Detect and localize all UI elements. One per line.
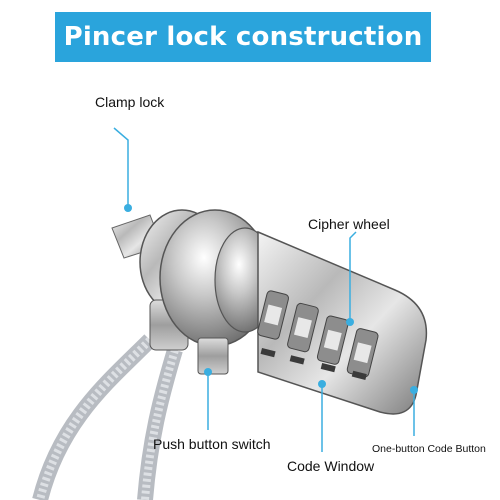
callout-code-window: Code Window — [287, 458, 375, 474]
callout-clamp-lock: Clamp lock — [95, 94, 165, 110]
callout-cipher-wheel: Cipher wheel — [308, 216, 390, 232]
cipher-wheels — [257, 290, 379, 380]
banner-title: Pincer lock construction — [63, 22, 423, 52]
callout-lines — [113, 127, 415, 452]
callout-dots — [124, 204, 418, 394]
title-banner: Pincer lock construction — [55, 12, 431, 62]
callout-one-button-code-button: One-button Code Button — [372, 443, 486, 455]
steel-cable — [32, 334, 183, 500]
callout-push-button-switch: Push button switch — [153, 436, 271, 452]
push-button — [197, 337, 229, 375]
